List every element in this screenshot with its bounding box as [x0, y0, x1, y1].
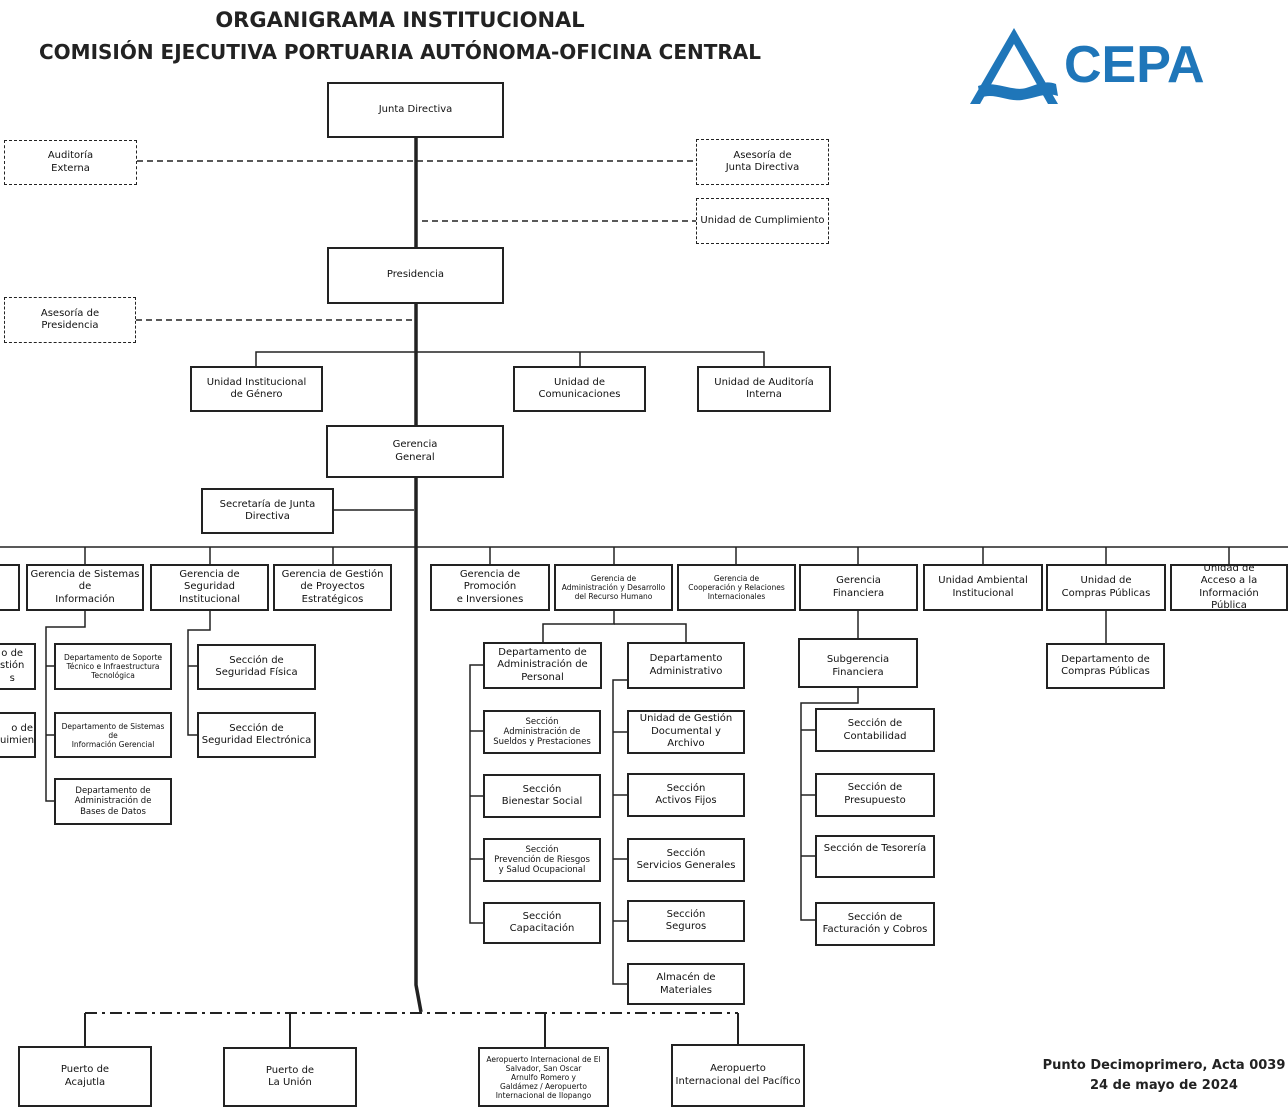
seccion-capacitacion-box: Sección Capacitación: [483, 902, 601, 944]
unidad-comunicaciones-box: Unidad de Comunicaciones: [513, 366, 646, 412]
depto-soporte-box: Departamento de Soporte Técnico e Infrae…: [54, 643, 172, 690]
chart-subtitle: COMISIÓN EJECUTIVA PORTUARIA AUTÓNOMA-OF…: [38, 40, 761, 64]
presidencia-box: Presidencia: [327, 247, 504, 304]
gerencia-financiera-box: Gerencia Financiera: [799, 564, 918, 611]
seccion-tesoreria-box: Sección de Tesorería: [815, 835, 935, 878]
seccion-servicios-box: Sección Servicios Generales: [627, 838, 745, 882]
unidad-cumplimiento-box: Unidad de Cumplimiento: [696, 198, 829, 244]
seccion-facturacion-box: Sección de Facturación y Cobros: [815, 902, 935, 946]
approval-date: 24 de mayo de 2024: [1090, 1077, 1238, 1093]
seccion-seguridad-electronica-box: Sección de Seguridad Electrónica: [197, 712, 316, 758]
left-partial-box-1: o de stión s: [0, 643, 36, 690]
gerencia-proyectos-box: Gerencia de Gestión de Proyectos Estraté…: [273, 564, 392, 611]
aeropuerto-salvador-box: Aeropuerto Internacional de El Salvador,…: [478, 1047, 609, 1107]
almacen-box: Almacén de Materiales: [627, 963, 745, 1005]
gerencia-general-box: Gerencia General: [326, 425, 504, 478]
cepa-logo: CEPA: [970, 28, 1205, 104]
asesoria-junta-box: Asesoría de Junta Directiva: [696, 139, 829, 185]
puerto-acajutla-box: Puerto de Acajutla: [18, 1046, 152, 1107]
depto-administrativo-box: Departamento Administrativo: [627, 642, 745, 689]
subgerencia-financiera-box: Subgerencia Financiera: [798, 638, 918, 688]
seccion-seguridad-fisica-box: Sección de Seguridad Física: [197, 644, 316, 690]
aeropuerto-pacifico-box: Aeropuerto Internacional del Pacífico: [671, 1044, 805, 1107]
seccion-sueldos-box: Sección Administración de Sueldos y Pres…: [483, 710, 601, 754]
gerencia-seguridad-box: Gerencia de Seguridad Institucional: [150, 564, 269, 611]
auditoria-externa-box: Auditoría Externa: [4, 140, 137, 185]
unidad-genero-box: Unidad Institucional de Género: [190, 366, 323, 412]
seccion-seguros-box: Sección Seguros: [627, 900, 745, 942]
main-spine-line: [414, 138, 423, 1013]
seccion-presupuesto-box: Sección de Presupuesto: [815, 773, 935, 817]
gerencia-left-partial-box: [0, 564, 20, 611]
depto-sistemas-box: Departamento de Sistemas de Información …: [54, 712, 172, 758]
puerto-union-box: Puerto de La Unión: [223, 1047, 357, 1107]
gerencia-cooperacion-box: Gerencia de Cooperación y Relaciones Int…: [677, 564, 796, 611]
unidad-acceso-box: Unidad de Acceso a la Información Públic…: [1170, 564, 1288, 611]
gerencia-rrhh-box: Gerencia de Administración y Desarrollo …: [554, 564, 673, 611]
seccion-activos-box: Sección Activos Fijos: [627, 773, 745, 817]
junta-directiva-box: Junta Directiva: [327, 82, 504, 138]
asesoria-presidencia-box: Asesoría de Presidencia: [4, 297, 136, 343]
depto-personal-box: Departamento de Administración de Person…: [483, 642, 602, 689]
gerencia-sistemas-box: Gerencia de Sistemas de Información: [26, 564, 144, 611]
depto-compras-box: Departamento de Compras Públicas: [1046, 643, 1165, 689]
chart-title: ORGANIGRAMA INSTITUCIONAL: [215, 8, 585, 32]
seccion-contabilidad-box: Sección de Contabilidad: [815, 708, 935, 752]
unidad-auditoria-interna-box: Unidad de Auditoría Interna: [697, 366, 831, 412]
logo-text: CEPA: [1064, 36, 1205, 94]
seccion-bienestar-box: Sección Bienestar Social: [483, 774, 601, 818]
unidad-ambiental-box: Unidad Ambiental Institucional: [923, 564, 1043, 611]
approval-note: Punto Decimoprimero, Acta 0039 24 de may…: [1040, 1056, 1288, 1095]
gerencia-promocion-box: Gerencia de Promoción e Inversiones: [430, 564, 550, 611]
approval-act: Punto Decimoprimero, Acta 0039: [1042, 1058, 1286, 1073]
secretaria-junta-box: Secretaría de Junta Directiva: [201, 488, 334, 534]
depto-bases-box: Departamento de Administración de Bases …: [54, 778, 172, 825]
seccion-riesgos-box: Sección Prevención de Riesgos y Salud Oc…: [483, 838, 601, 882]
unidad-compras-box: Unidad de Compras Públicas: [1046, 564, 1166, 611]
unidad-documental-box: Unidad de Gestión Documental y Archivo: [627, 710, 745, 754]
left-partial-box-2: o de uimiento: [0, 712, 36, 758]
